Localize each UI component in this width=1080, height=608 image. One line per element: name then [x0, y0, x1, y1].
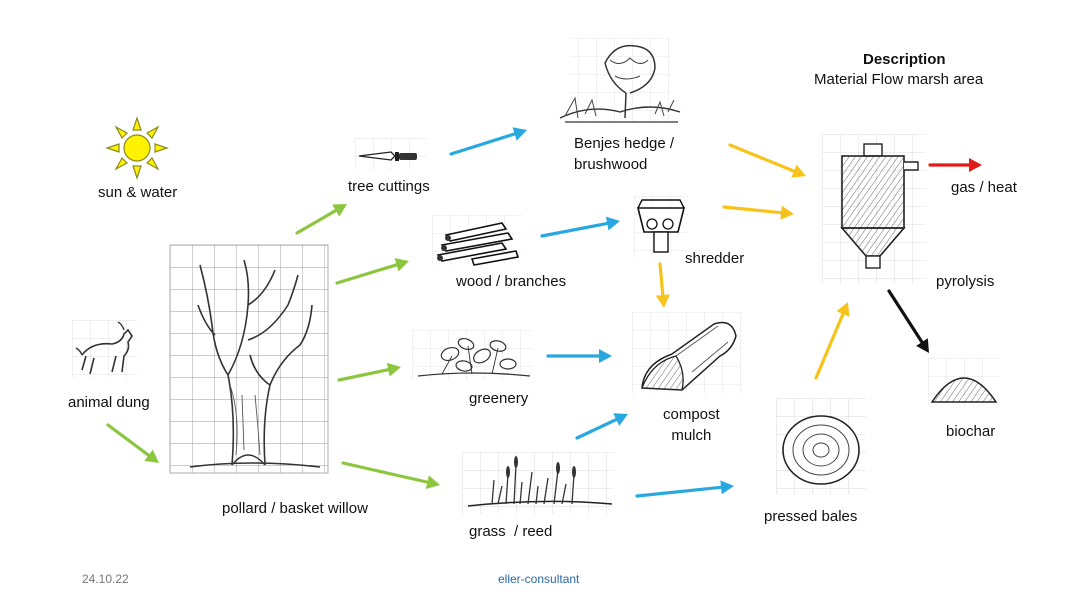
- arrow-tree-cuttings-to-hedge: [449, 127, 527, 156]
- sun-icon: [105, 116, 169, 180]
- leaves-icon: [412, 330, 532, 380]
- label-tree-cuttings: tree cuttings: [348, 178, 430, 195]
- arrow-hedge-to-pyrolysis: [728, 143, 806, 178]
- shredder-icon: [634, 196, 688, 258]
- pyrolysis-reactor-icon: [822, 134, 926, 284]
- label-pyrolysis: pyrolysis: [936, 273, 995, 290]
- arrow-grass-to-compost: [575, 413, 628, 440]
- arrow-willow-to-tree-cuttings: [295, 204, 347, 235]
- arrow-pyrolysis-to-gas-heat: [928, 158, 982, 172]
- arrow-wood-to-shredder: [540, 216, 620, 238]
- diagram-subtitle: Material Flow marsh area: [814, 71, 984, 88]
- goat-icon: [72, 320, 137, 378]
- arrow-willow-to-wood-branches: [335, 258, 409, 285]
- arrow-animal-dung-to-willow: [106, 423, 159, 463]
- label-animal-dung: animal dung: [68, 394, 150, 411]
- label-biochar: biochar: [946, 423, 996, 440]
- log-pile-icon: [432, 215, 522, 266]
- arrow-shredder-to-pyrolysis: [722, 205, 794, 220]
- label-grass-reed: grass / reed: [469, 523, 553, 540]
- label-wood-branches: wood / branches: [456, 273, 567, 290]
- label-shredder: shredder: [685, 250, 745, 267]
- label-pollard-willow: pollard / basket willow: [222, 500, 368, 517]
- hedge-icon: [559, 38, 681, 123]
- bale-icon: [776, 398, 866, 494]
- label-benjes-hedge: Benjes hedge / brushwood: [574, 135, 675, 173]
- footer-brand: eller-consultant: [498, 572, 580, 586]
- grass-reed-icon: [462, 452, 614, 514]
- arrow-grass-to-bales: [635, 480, 734, 498]
- arrow-willow-to-grass-reed: [341, 461, 440, 489]
- footer-date: 24.10.22: [82, 572, 129, 586]
- arrow-shredder-to-compost: [655, 262, 670, 308]
- label-gas-heat: gas / heat: [951, 179, 1017, 196]
- arrow-greenery-to-compost: [546, 349, 612, 363]
- willow-tree-icon: [169, 244, 329, 474]
- arrow-pyrolysis-to-biochar: [887, 289, 929, 353]
- label-pressed-bales: pressed bales: [764, 508, 858, 525]
- label-greenery: greenery: [469, 390, 529, 407]
- diagram-title: Description: [863, 51, 946, 68]
- label-sun-water: sun & water: [98, 184, 178, 201]
- knife-icon: [355, 138, 427, 170]
- arrow-willow-to-greenery: [337, 362, 401, 382]
- compost-heap-icon: [632, 312, 742, 394]
- label-compost-mulch: compost mulch: [663, 406, 720, 444]
- biochar-pile-icon: [928, 358, 1000, 406]
- arrow-bales-to-pyrolysis: [814, 302, 850, 380]
- flow-arrows: [106, 127, 982, 498]
